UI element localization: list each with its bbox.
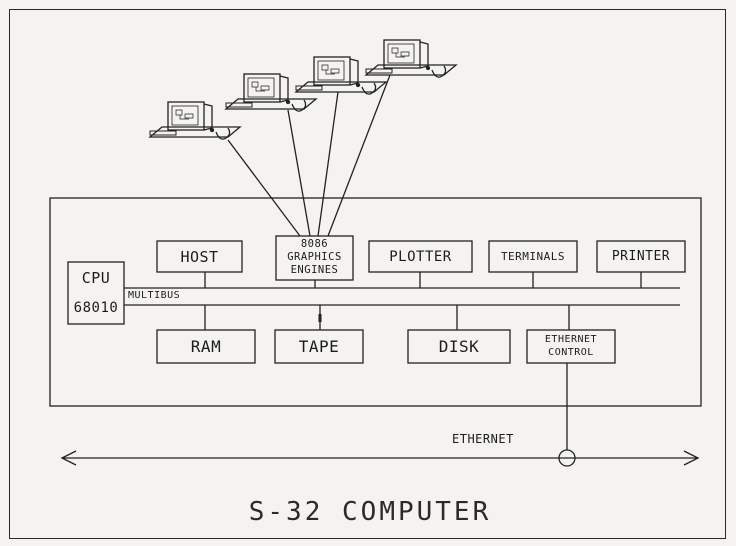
ethernet-arrow-left (60, 450, 77, 466)
screen-graphic (391, 47, 410, 58)
multibus-label: MULTIBUS (128, 290, 181, 301)
host-label: HOST (180, 247, 219, 266)
keyboard (225, 102, 253, 108)
workstation-2 (224, 73, 318, 112)
cpu-model-label: 68010 (73, 300, 119, 316)
workstation-4 (364, 39, 458, 78)
screen (387, 43, 415, 64)
workstation-3 (294, 56, 388, 95)
cpu-box (67, 261, 125, 325)
ethernet-control-box (526, 329, 616, 364)
monitor-side (349, 58, 359, 86)
tape-label: TAPE (298, 337, 340, 356)
mouse-cord (215, 127, 231, 140)
ethernet-control-line1: ETHERNET (544, 334, 598, 345)
screen-graphic (321, 64, 340, 75)
graphics-line3: ENGINES (290, 264, 339, 276)
screen-graphic (251, 81, 270, 92)
plotter-label: PLOTTER (389, 248, 452, 265)
monitor-side (419, 41, 429, 69)
graphics-line2: GRAPHICS (287, 251, 342, 263)
screen-graphic (175, 109, 194, 120)
ethernet-control-line2: CONTROL (548, 347, 594, 358)
monitor (383, 39, 421, 69)
ram-label: RAM (190, 337, 222, 356)
disk-label: DISK (438, 337, 480, 356)
monitor (167, 101, 205, 131)
tape-box (274, 329, 364, 364)
keyboard (149, 130, 177, 136)
workstation-1 (148, 101, 242, 140)
workstation-desk (224, 98, 318, 110)
monitor (313, 56, 351, 86)
sheet-border (9, 9, 726, 539)
mouse-cord (361, 82, 377, 95)
host-box (156, 240, 243, 273)
terminals-label: TERMINALS (500, 250, 566, 263)
screen (317, 60, 345, 81)
screen (247, 77, 275, 98)
graphics-line1: 8086 (300, 238, 329, 250)
mouse (355, 82, 361, 88)
mouse-cord (291, 99, 307, 112)
keyboard (365, 68, 393, 74)
workstation-link-2 (287, 109, 311, 237)
workstation-link-1 (227, 139, 301, 237)
monitor (243, 73, 281, 103)
keyboard (295, 85, 323, 91)
cpu-label: CPU (81, 269, 111, 287)
printer-label: PRINTER (611, 249, 671, 264)
mouse (425, 65, 431, 71)
mouse (285, 99, 291, 105)
monitor-side (203, 103, 213, 131)
monitor-side (279, 75, 289, 103)
screen (171, 105, 199, 126)
workstation-desk (148, 126, 242, 138)
ethernet-arrow-right (683, 450, 700, 466)
ram-box (156, 329, 256, 364)
disk-box (407, 329, 511, 364)
workstation-link-4 (327, 74, 391, 237)
mouse (209, 127, 215, 133)
workstation-desk (364, 64, 458, 76)
workstation-link-3 (317, 91, 339, 237)
mouse-cord (431, 65, 447, 78)
system-enclosure (49, 197, 702, 407)
ethernet-label: ETHERNET (452, 432, 514, 446)
diagram-title: S-32 COMPUTER (248, 497, 492, 527)
workstation-desk (294, 81, 388, 93)
